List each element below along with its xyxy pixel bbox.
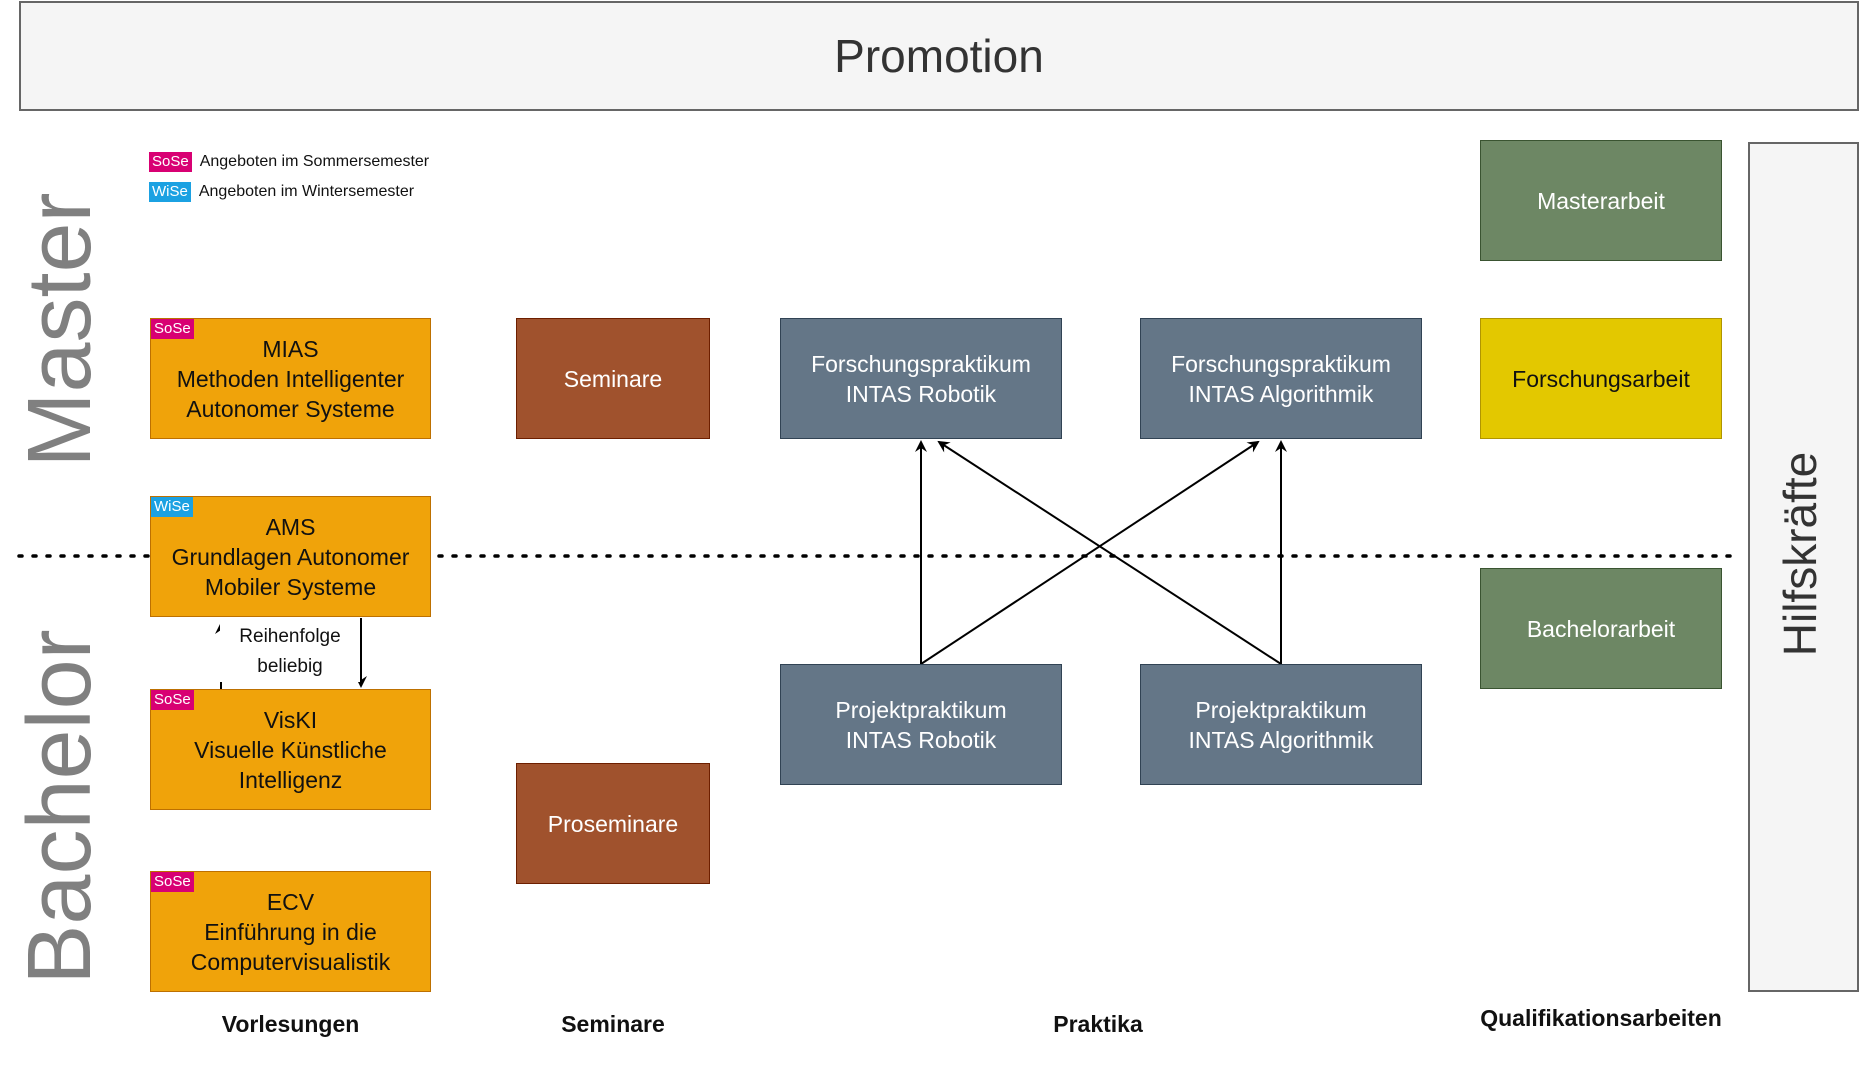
sose-badge: SoSe bbox=[151, 690, 194, 710]
wise-badge: WiSe bbox=[151, 497, 193, 517]
lecture-viski: SoSe VisKI Visuelle Künstliche Intellige… bbox=[150, 689, 431, 810]
column-label-seminars: Seminare bbox=[561, 1011, 665, 1037]
lecture-title: ECV Einführung in die Computervisualisti… bbox=[190, 888, 391, 975]
sose-badge: SoSe bbox=[151, 319, 194, 339]
promotion-header: Promotion bbox=[19, 1, 1859, 111]
bachelor-thesis: Bachelorarbeit bbox=[1480, 568, 1722, 689]
arrow-project-algorithmics-to-research-robotics bbox=[937, 440, 1282, 665]
column-label-theses: Qualifikationsarbeiten bbox=[1480, 1005, 1722, 1031]
lecture-ecv: SoSe ECV Einführung in die Computervisua… bbox=[150, 871, 431, 992]
project-practical-algorithmics: Projektpraktikum INTAS Algorithmik bbox=[1140, 664, 1422, 785]
sose-badge: SoSe bbox=[149, 152, 192, 172]
legend-text-sose: Angeboten im Sommersemester bbox=[199, 153, 430, 170]
column-label-practicals: Praktika bbox=[1053, 1011, 1143, 1037]
seminar-bachelor: Proseminare bbox=[516, 763, 710, 884]
order-note: Reihenfolge beliebig bbox=[220, 622, 360, 682]
wise-badge: WiSe bbox=[149, 182, 191, 202]
lecture-mias: SoSe MIAS Methoden Intelligenter Autonom… bbox=[150, 318, 431, 439]
research-practical-robotics: Forschungspraktikum INTAS Robotik bbox=[780, 318, 1062, 439]
assistants-panel: Hilfskräfte bbox=[1748, 142, 1859, 992]
legend-item-wise: WiSe Angeboten im Wintersemester bbox=[149, 182, 414, 202]
lecture-title: MIAS Methoden Intelligenter Autonomer Sy… bbox=[176, 335, 405, 422]
legend-item-sose: SoSe Angeboten im Sommersemester bbox=[149, 152, 429, 172]
project-practical-robotics: Projektpraktikum INTAS Robotik bbox=[780, 664, 1062, 785]
seminar-master: Seminare bbox=[516, 318, 710, 439]
legend-text-wise: Angeboten im Wintersemester bbox=[198, 183, 415, 200]
legend: SoSe Angeboten im Sommersemester WiSe An… bbox=[149, 152, 449, 204]
research-practical-algorithmics: Forschungspraktikum INTAS Algorithmik bbox=[1140, 318, 1422, 439]
research-thesis: Forschungsarbeit bbox=[1480, 318, 1722, 439]
master-thesis: Masterarbeit bbox=[1480, 140, 1722, 261]
lecture-ams: WiSe AMS Grundlagen Autonomer Mobiler Sy… bbox=[150, 496, 431, 617]
sose-badge: SoSe bbox=[151, 872, 194, 892]
lecture-title: VisKI Visuelle Künstliche Intelligenz bbox=[194, 706, 387, 793]
arrow-project-robotics-to-research-algorithmics bbox=[920, 440, 1260, 665]
lecture-title: AMS Grundlagen Autonomer Mobiler Systeme bbox=[171, 513, 410, 600]
column-label-lectures: Vorlesungen bbox=[221, 1011, 360, 1037]
